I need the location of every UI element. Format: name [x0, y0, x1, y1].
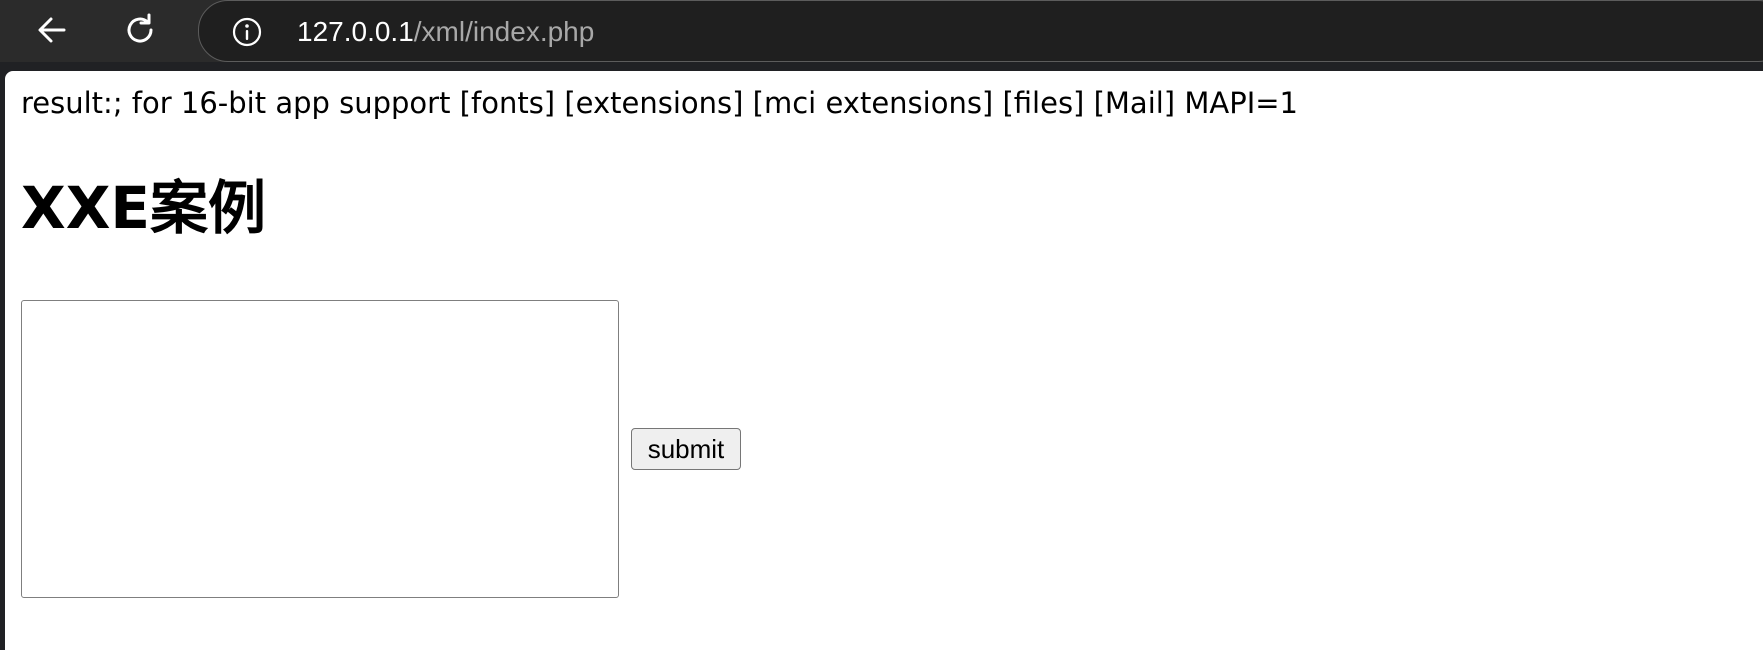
result-text: result:; for 16-bit app support [fonts] … — [21, 86, 1298, 120]
back-button[interactable] — [30, 8, 74, 52]
info-circle-icon[interactable] — [231, 16, 263, 48]
xml-input[interactable] — [21, 300, 619, 598]
url-path: /xml/index.php — [413, 16, 595, 47]
url-host: 127.0.0.1 — [297, 16, 414, 47]
address-bar[interactable]: 127.0.0.1/xml/index.php — [198, 0, 1763, 62]
page-content: result:; for 16-bit app support [fonts] … — [5, 71, 1763, 650]
reload-icon — [127, 13, 153, 43]
submit-button[interactable]: submit — [631, 428, 741, 470]
url-text[interactable]: 127.0.0.1/xml/index.php — [297, 13, 594, 51]
browser-toolbar: 127.0.0.1/xml/index.php — [0, 0, 1763, 62]
page-title: XXE案例 — [21, 174, 267, 242]
arrow-left-icon — [38, 17, 66, 43]
reload-button[interactable] — [118, 8, 162, 52]
